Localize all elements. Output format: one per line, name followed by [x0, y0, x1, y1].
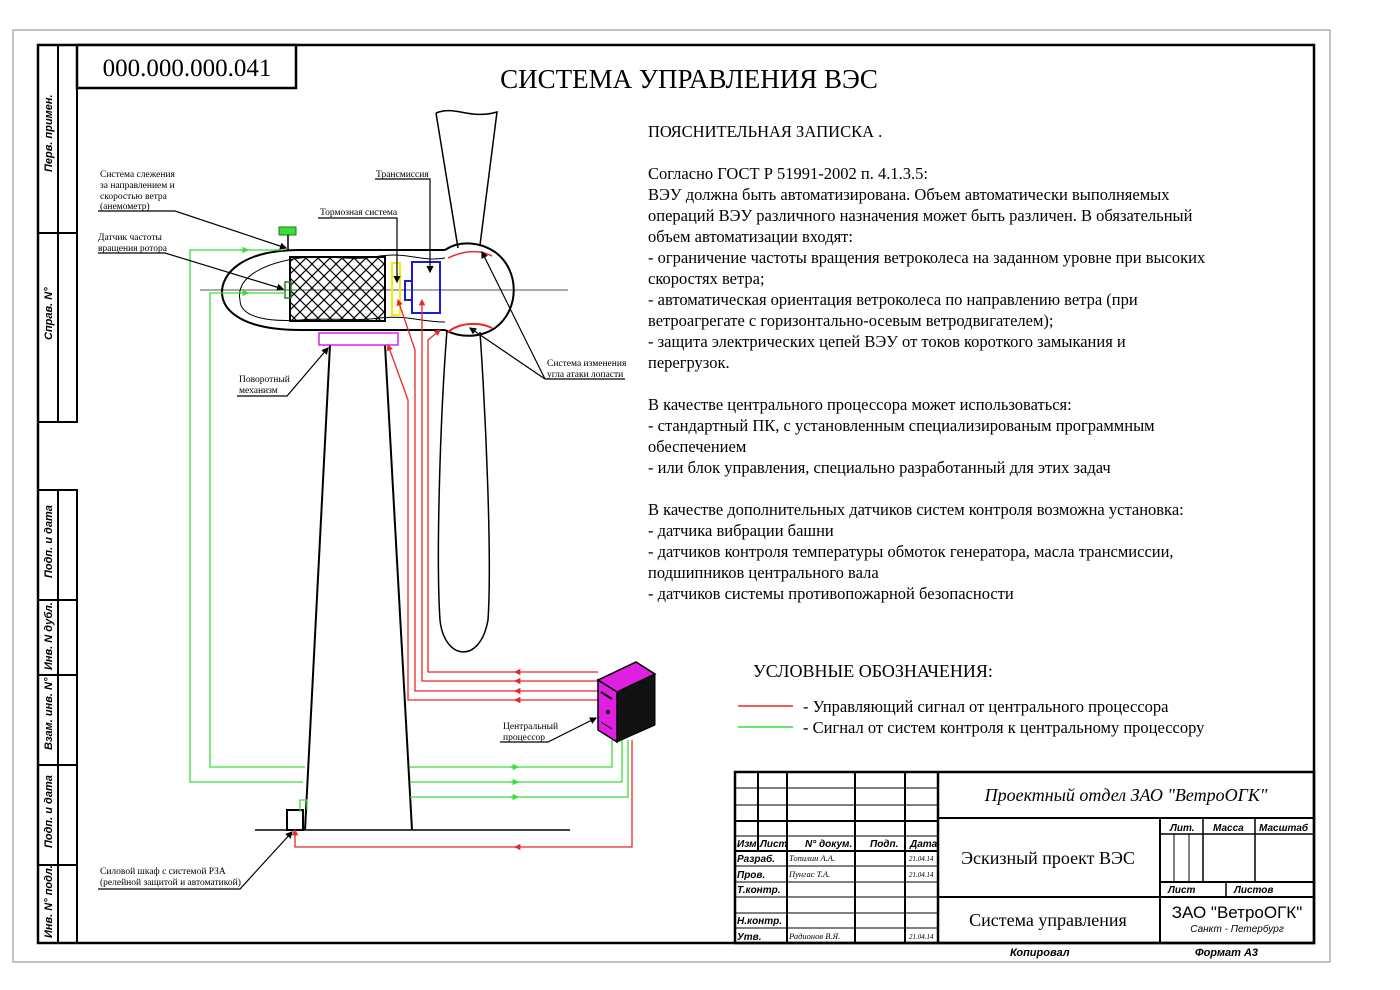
- doc-code-box: [75, 43, 298, 90]
- explanatory-note: ПОЯСНИТЕЛЬНАЯ ЗАПИСКА . Согласно ГОСТ Р …: [648, 121, 1308, 604]
- note-line: - автоматическая ориентация ветроколеса …: [648, 290, 1138, 309]
- side-label: Инв. N дубл.: [43, 602, 55, 670]
- side-label: Взам. инв. N°: [43, 677, 55, 750]
- doc-code: 000.000.000.041: [103, 55, 272, 82]
- page-title: СИСТЕМА УПРАВЛЕНИЯ ВЭС: [500, 64, 878, 94]
- note-line: Согласно ГОСТ Р 51991-2002 п. 4.1.3.5:: [648, 164, 928, 183]
- callout-anemometer: за направлением и: [100, 181, 175, 191]
- callout-anemometer: скоростью ветра: [100, 192, 168, 202]
- legend-item: - Управляющий сигнал от центрального про…: [803, 697, 1169, 716]
- tb-role: Н.контр.: [737, 916, 782, 927]
- tb-sheets: Листов: [1233, 885, 1273, 896]
- monitoring-signal-lines: [189, 246, 629, 812]
- tb-header: Дата: [909, 839, 938, 850]
- tb-header: Изм: [737, 839, 757, 850]
- note-line: - или блок управления, специально разраб…: [648, 458, 1111, 477]
- note-line: - датчика вибрации башни: [648, 521, 834, 540]
- tb-scale: Масштаб: [1259, 822, 1309, 834]
- side-label: Подп. и дата: [43, 505, 55, 578]
- tb-project: Эскизный проект ВЭС: [961, 848, 1135, 868]
- tb-role: Пров.: [737, 870, 765, 881]
- tb-copied: Копировал: [1010, 947, 1070, 959]
- tb-role: Т.контр.: [737, 885, 781, 896]
- tb-header: Подп.: [870, 839, 898, 850]
- callout-pitch: угла атаки лопасти: [547, 370, 623, 380]
- note-line: объем автоматизации входят:: [648, 227, 853, 246]
- note-line: подшипников центрального вала: [648, 563, 879, 582]
- note-line: перегрузок.: [648, 353, 730, 372]
- cpu-icon: [596, 661, 657, 744]
- callout-yaw: Поворотный: [239, 374, 290, 385]
- note-heading: ПОЯСНИТЕЛЬНАЯ ЗАПИСКА .: [648, 122, 883, 141]
- outer-frame: [12, 29, 1331, 963]
- callout-rotor-sensor: вращения ротора: [98, 244, 168, 254]
- side-strip: [37, 44, 78, 944]
- note-line: - датчиков системы противопожарной безоп…: [648, 584, 1014, 603]
- legend-item: - Сигнал от систем контроля к центрально…: [803, 718, 1205, 737]
- tb-name: Топилин А.А.: [789, 853, 835, 863]
- callout-transmission: Трансмиссия: [376, 170, 429, 180]
- tb-city: Санкт - Петербург: [1190, 923, 1284, 935]
- note-line: обеспечением: [648, 437, 747, 456]
- callout-anemometer: Система слежения: [100, 170, 176, 180]
- note-line: - защита электрических цепей ВЭУ от токо…: [648, 332, 1126, 351]
- tb-sheet-name: Система управления: [969, 910, 1127, 930]
- tb-format: Формат А3: [1195, 947, 1258, 959]
- note-line: - ограничение частоты вращения ветроколе…: [648, 248, 1206, 267]
- note-line: - стандартный ПК, с установленным специа…: [648, 416, 1155, 435]
- callout-rotor-sensor: Датчик частоты: [98, 233, 162, 243]
- side-label: Справ. N°: [43, 287, 55, 340]
- callout-leaders: [98, 178, 625, 890]
- tb-name: Пунгас Т.А.: [788, 869, 830, 879]
- tb-sheet: Лист: [1167, 885, 1196, 896]
- tb-dept: Проектный отдел ЗАО "ВетроОГК": [984, 785, 1268, 805]
- tb-role: Разраб.: [737, 853, 775, 865]
- wind-turbine: [200, 109, 570, 831]
- tb-header: N° докум.: [805, 839, 852, 850]
- note-line: В качестве центрального процессора может…: [648, 395, 1072, 414]
- tb-date: 21.04.14: [909, 933, 934, 941]
- side-label: Инв. N° подл.: [43, 865, 55, 938]
- callout-cabinet: Силовой шкаф с системой РЗА: [100, 866, 226, 877]
- note-line: ВЭУ должна быть автоматизирована. Объем …: [648, 185, 1170, 204]
- title-block: [733, 770, 1316, 945]
- note-line: ветроагрегате с горизонтально-осевым вет…: [648, 311, 1054, 330]
- callout-pitch: Система изменения: [547, 359, 627, 369]
- control-signal-lines: [291, 298, 633, 851]
- note-line: скоростях ветра;: [648, 269, 765, 288]
- tb-date: 21.04.14: [909, 871, 934, 879]
- tb-org: ЗАО "ВетроОГК": [1172, 903, 1303, 922]
- tb-lit: Лит.: [1169, 823, 1195, 834]
- tb-mass: Масса: [1213, 823, 1244, 834]
- side-label: Перв. примен.: [43, 94, 55, 172]
- side-label: Подп. и дата: [43, 775, 55, 848]
- note-line: - датчиков контроля температуры обмоток …: [648, 542, 1174, 561]
- tb-header: Лист: [759, 839, 788, 850]
- callout-yaw: механизм: [239, 386, 278, 396]
- callout-anemometer: (анемометр): [100, 201, 150, 212]
- callout-brake: Тормозная система: [320, 208, 398, 218]
- note-line: операций ВЭУ различного назначения может…: [648, 206, 1193, 225]
- legend-title: УСЛОВНЫЕ ОБОЗНАЧЕНИЯ:: [753, 661, 993, 681]
- callout-cpu: Центральный: [503, 721, 558, 732]
- tb-date: 21.04.14: [909, 855, 934, 863]
- note-line: В качестве дополнительных датчиков систе…: [648, 500, 1184, 519]
- callout-cabinet: (релейной защитой и автоматикой): [100, 877, 241, 888]
- tb-role: Утв.: [737, 932, 761, 943]
- callout-cpu: процессор: [503, 733, 545, 743]
- tb-name: Радионов В.Я.: [788, 931, 840, 941]
